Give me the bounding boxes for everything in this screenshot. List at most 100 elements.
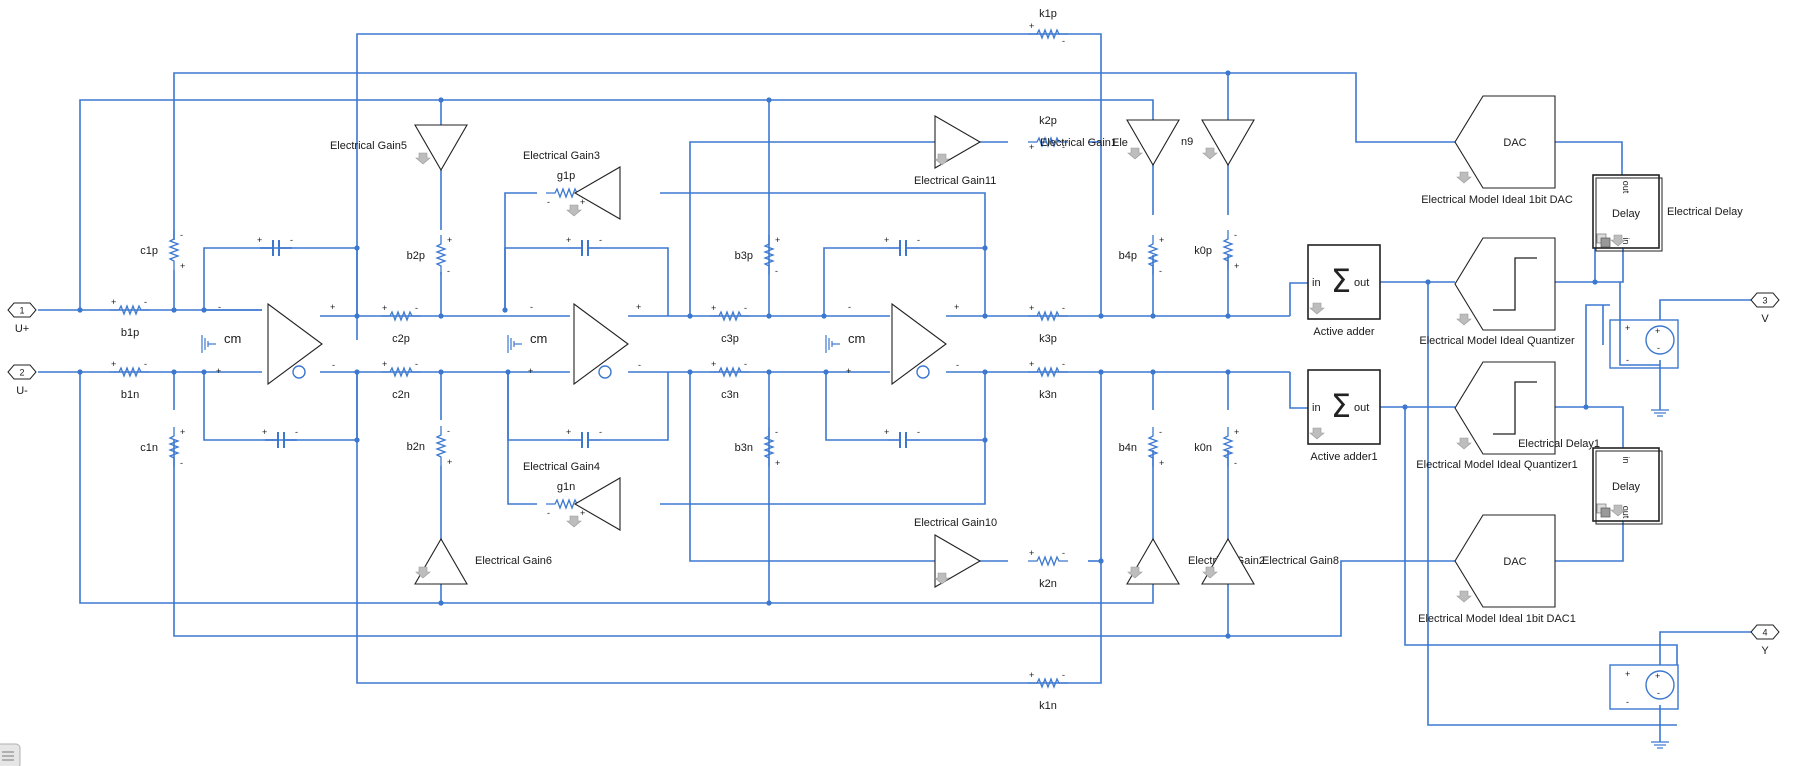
port-2[interactable]: 2 U- [7, 364, 37, 397]
svg-text:b3n: b3n [735, 442, 753, 454]
active-adder[interactable]: in out Σ Active adder [1307, 244, 1381, 338]
capacitor-int3-top[interactable]: +- [884, 235, 920, 257]
electrical-delay1[interactable]: Delay in out Electrical Delay1 [1518, 438, 1663, 525]
resistor-b2p[interactable]: +- b2p [407, 234, 453, 276]
capacitor-int2-top[interactable]: +- [566, 235, 602, 257]
svg-text:-: - [1234, 458, 1237, 468]
electrical-gain10[interactable]: Electrical Gain10 [914, 517, 997, 588]
svg-text:-: - [295, 427, 298, 437]
resistor-b4n[interactable]: -+ b4n [1119, 426, 1165, 468]
capacitor-int1-bot[interactable]: +- [262, 427, 298, 449]
electrical-gain6[interactable]: Electrical Gain6 [414, 537, 552, 585]
quantizer1[interactable]: Electrical Model Ideal Quantizer1 [1416, 361, 1578, 471]
svg-text:+: + [447, 457, 452, 467]
svg-text:-: - [775, 427, 778, 437]
resistor-k2n[interactable]: +- k2n [1027, 548, 1069, 590]
port-4[interactable]: 4 Y [1750, 624, 1780, 657]
electrical-gain4[interactable]: Electrical Gain4 [523, 461, 621, 531]
svg-text:+: + [954, 302, 959, 312]
svg-text:k1p: k1p [1039, 8, 1057, 20]
svg-text:+: + [180, 261, 185, 271]
electrical-gain5[interactable]: Electrical Gain5 [330, 124, 468, 172]
resistor-k0p[interactable]: -+ k0p [1194, 229, 1239, 271]
electrical-gain8[interactable]: Electrical Gain8 [1201, 537, 1339, 585]
svg-text:Delay: Delay [1612, 481, 1641, 493]
svg-text:+: + [1029, 359, 1034, 369]
resistor-k3n[interactable]: +- k3n [1027, 359, 1069, 401]
resistor-k2p[interactable]: +- k2p [1027, 115, 1069, 152]
svg-text:c3n: c3n [721, 389, 739, 401]
resistor-b3n[interactable]: - + b3n [735, 426, 781, 468]
svg-text:b1n: b1n [121, 389, 139, 401]
svg-text:Σ: Σ [1331, 262, 1351, 300]
svg-text:-: - [332, 360, 335, 370]
svg-text:+: + [1159, 235, 1164, 245]
resistor-c3p[interactable]: +- c3p [709, 303, 751, 345]
electrical-gain-n9[interactable]: n9 [1181, 119, 1255, 167]
svg-text:+: + [1029, 21, 1034, 31]
resistor-c1n[interactable]: +- c1n [140, 426, 185, 468]
ground-symbol [1650, 409, 1670, 417]
resistor-g1p[interactable]: -+ g1p [545, 170, 587, 207]
resistor-k1p[interactable]: +- k1p [1027, 8, 1069, 46]
svg-text:-: - [599, 235, 602, 245]
resistor-b2n[interactable]: -+ b2n [407, 425, 453, 467]
active-adder1[interactable]: in out Σ Active adder1 [1307, 369, 1381, 463]
opamp-3[interactable]: - + + - cm [825, 302, 959, 386]
svg-text:Electrical Gain10: Electrical Gain10 [914, 517, 997, 529]
resistor-k0n[interactable]: +- k0n [1194, 426, 1239, 468]
model-browser-icon[interactable] [0, 743, 21, 766]
resistor-b1p[interactable]: +- b1p [109, 297, 151, 339]
svg-text:-: - [848, 302, 851, 312]
opamp-1[interactable]: - + + - cm [201, 302, 335, 386]
resistor-c2p[interactable]: +- c2p [380, 303, 422, 345]
quantizer[interactable]: Electrical Model Ideal Quantizer [1419, 237, 1575, 347]
resistor-k3p[interactable]: +- k3p [1027, 303, 1069, 345]
electrical-gain3[interactable]: Electrical Gain3 [523, 150, 621, 220]
capacitor-int3-bot[interactable]: +- [884, 427, 920, 449]
svg-text:+: + [580, 197, 585, 207]
resistor-c2n[interactable]: +- c2n [380, 359, 422, 401]
svg-text:out: out [1354, 402, 1369, 414]
svg-text:b4n: b4n [1119, 442, 1137, 454]
resistor-b1n[interactable]: +- b1n [109, 359, 151, 401]
svg-text:DAC: DAC [1503, 137, 1526, 149]
capacitor-int2-bot[interactable]: +- [566, 427, 602, 449]
controlled-voltage-source-v[interactable]: + - + - [1609, 319, 1679, 369]
opamp-2[interactable]: - + + - cm [507, 302, 641, 386]
electrical-gain11[interactable]: Electrical Gain11 [914, 115, 996, 187]
svg-text:+: + [528, 366, 533, 376]
dac-1bit-1[interactable]: DAC Electrical Model Ideal 1bit DAC1 [1418, 514, 1576, 625]
svg-text:-: - [218, 302, 221, 312]
svg-text:k2n: k2n [1039, 578, 1057, 590]
svg-text:-: - [917, 235, 920, 245]
port-3[interactable]: 3 V [1750, 292, 1780, 325]
resistor-b4p[interactable]: +- b4p [1119, 234, 1165, 276]
svg-text:-: - [1626, 697, 1629, 707]
resistor-b3p[interactable]: +- b3p [735, 234, 781, 276]
svg-text:+: + [447, 235, 452, 245]
electrical-gain-top-a[interactable] [1126, 119, 1180, 167]
svg-text:k3n: k3n [1039, 389, 1057, 401]
resistor-c3n[interactable]: +- c3n [709, 359, 751, 401]
resistor-k1n[interactable]: +- k1n [1027, 670, 1069, 712]
svg-text:+: + [775, 458, 780, 468]
controlled-voltage-source-y[interactable]: + - + - [1609, 664, 1679, 710]
svg-text:c1n: c1n [140, 442, 158, 454]
svg-text:3: 3 [1762, 296, 1767, 306]
svg-text:+: + [1234, 427, 1239, 437]
resistor-g1n[interactable]: -+ g1n [545, 481, 587, 518]
capacitor-int1-top[interactable]: +- [257, 235, 293, 257]
svg-text:+: + [330, 302, 335, 312]
port-1[interactable]: 1 U+ [7, 302, 37, 335]
svg-text:b1p: b1p [121, 327, 139, 339]
svg-text:Electrical Gain5: Electrical Gain5 [330, 140, 407, 152]
dac-1bit[interactable]: DAC Electrical Model Ideal 1bit DAC [1421, 95, 1573, 206]
electrical-delay[interactable]: Delay out in Electrical Delay [1592, 174, 1743, 252]
svg-text:b2p: b2p [407, 250, 425, 262]
svg-text:U+: U+ [15, 323, 29, 335]
svg-text:-: - [1234, 230, 1237, 240]
resistor-c1p[interactable]: -+ c1p [140, 229, 185, 271]
svg-text:+: + [1029, 670, 1034, 680]
